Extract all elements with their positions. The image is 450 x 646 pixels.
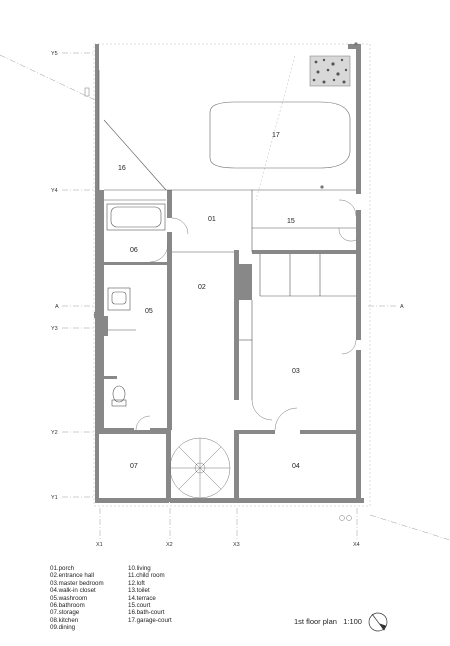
room-label-04: 04 bbox=[292, 463, 300, 470]
legend-item: 16.bath-court bbox=[128, 609, 165, 617]
room-label-01: 01 bbox=[208, 216, 216, 223]
car-outline bbox=[209, 101, 351, 169]
legend-item: 17.garage-court bbox=[128, 616, 172, 624]
axis-label-a-left: A bbox=[55, 304, 59, 310]
room-label-15: 15 bbox=[287, 218, 295, 225]
partition-lines bbox=[98, 70, 356, 400]
small-fixtures bbox=[84, 42, 358, 521]
legend-item: 13.toilet bbox=[128, 587, 150, 595]
interior-walls bbox=[95, 190, 360, 502]
room-label-02: 02 bbox=[198, 284, 206, 291]
legend-item: 04.walk-in closet bbox=[50, 587, 96, 595]
room-label-05: 05 bbox=[145, 308, 153, 315]
room-label-06: 06 bbox=[130, 247, 138, 254]
legend-item: 03.master bedroom bbox=[50, 579, 104, 587]
axis-label-x4: X4 bbox=[353, 542, 360, 548]
legend-item: 09.dining bbox=[50, 624, 76, 632]
axis-label-y2: Y2 bbox=[51, 430, 58, 436]
legend-item: 10.living bbox=[128, 565, 151, 572]
legend-item: 11.child room bbox=[128, 572, 165, 580]
plan-caption: 1st floor plan 1:100 bbox=[294, 617, 362, 626]
legend-item: 14.terrace bbox=[128, 594, 156, 602]
room-label-03: 03 bbox=[292, 368, 300, 375]
north-arrow-icon bbox=[368, 612, 388, 632]
legend-item: 07.storage bbox=[50, 609, 80, 617]
outer-walls bbox=[95, 44, 364, 503]
legend-item: 01.porch bbox=[50, 565, 75, 572]
axis-label-x2: X2 bbox=[166, 542, 173, 548]
legend-item: 12.loft bbox=[128, 579, 145, 587]
axis-label-x1: X1 bbox=[96, 542, 103, 548]
legend-item: 06.bathroom bbox=[50, 602, 85, 610]
toilet bbox=[111, 385, 127, 407]
room-label-07: 07 bbox=[130, 463, 138, 470]
plant-patch bbox=[309, 55, 351, 87]
legend-item: 05.washroom bbox=[50, 594, 88, 602]
legend-item: 08.kitchen bbox=[50, 616, 79, 624]
room-label-16: 16 bbox=[118, 165, 126, 172]
spiral-stair bbox=[169, 437, 231, 499]
bathtub bbox=[106, 203, 166, 231]
washbasin bbox=[107, 287, 131, 311]
property-lines bbox=[93, 43, 371, 507]
door-swings bbox=[135, 199, 357, 431]
axis-label-y5: Y5 bbox=[51, 51, 58, 57]
room-label-17: 17 bbox=[272, 132, 280, 139]
axis-label-a-right: A bbox=[400, 304, 404, 310]
axis-label-x3: X3 bbox=[233, 542, 240, 548]
legend-column-2: 10.living 11.child room 12.loft 13.toile… bbox=[128, 565, 172, 624]
legend-item: 02.entrance hall bbox=[50, 572, 95, 580]
legend-item: 15.court bbox=[128, 602, 151, 610]
axis-label-y1: Y1 bbox=[51, 495, 58, 501]
axis-label-y4: Y4 bbox=[51, 188, 58, 194]
axis-lines bbox=[0, 52, 450, 541]
legend-column-1: 01.porch 02.entrance hall 03.master bedr… bbox=[50, 565, 104, 632]
axis-label-y3: Y3 bbox=[51, 326, 58, 332]
